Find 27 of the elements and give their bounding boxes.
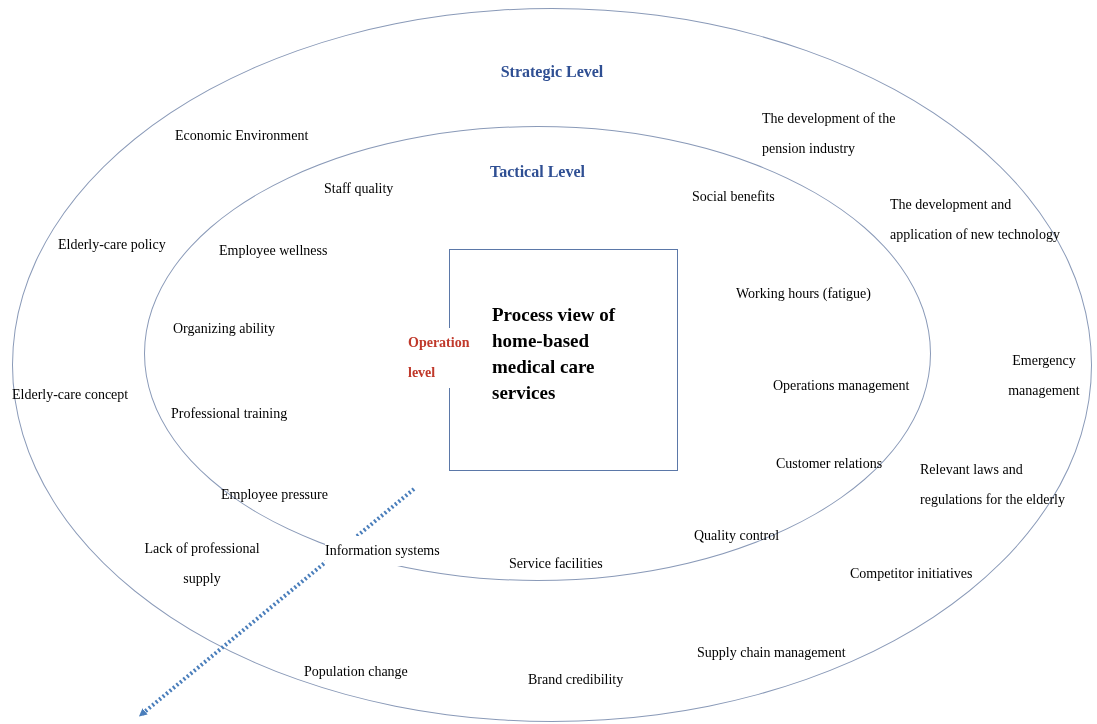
factor-label: Employee wellness <box>219 242 328 260</box>
factor-label: Emergency management <box>1007 352 1081 400</box>
level-title: Tactical Level <box>490 162 585 182</box>
factor-label: Brand credibility <box>528 671 624 689</box>
factor-label: Elderly-care policy <box>58 236 166 254</box>
factor-label: Information systems <box>325 536 440 566</box>
factor-label: Service facilities <box>509 555 603 573</box>
level-title: Strategic Level <box>500 62 604 83</box>
factor-label: Relevant laws and regulations for the elderly <box>920 461 1066 509</box>
factor-label: Lack of professional supply <box>143 540 261 588</box>
factor-label: The development of the pension industry <box>762 110 897 158</box>
process-title: Process view of home-based medical care services <box>492 303 617 405</box>
factor-label: Supply chain management <box>697 644 846 662</box>
factor-label: Social benefits <box>692 188 775 206</box>
factor-label: Quality control <box>694 527 780 545</box>
factor-label: The development and application of new technology <box>890 196 1060 244</box>
factor-label: Population change <box>304 663 408 681</box>
factor-label: Elderly-care concept <box>12 386 129 404</box>
factor-label: Economic Environment <box>175 127 309 145</box>
factor-label: Employee pressure <box>221 486 328 504</box>
factor-label: Competitor initiatives <box>850 565 973 583</box>
factor-label: Operations management <box>773 377 910 395</box>
factor-label: Working hours (fatigue) <box>736 285 871 303</box>
factor-label: Customer relations <box>776 455 883 473</box>
factor-label: Organizing ability <box>173 320 275 338</box>
factor-label: Professional training <box>171 405 288 423</box>
factor-label: Staff quality <box>324 180 394 198</box>
